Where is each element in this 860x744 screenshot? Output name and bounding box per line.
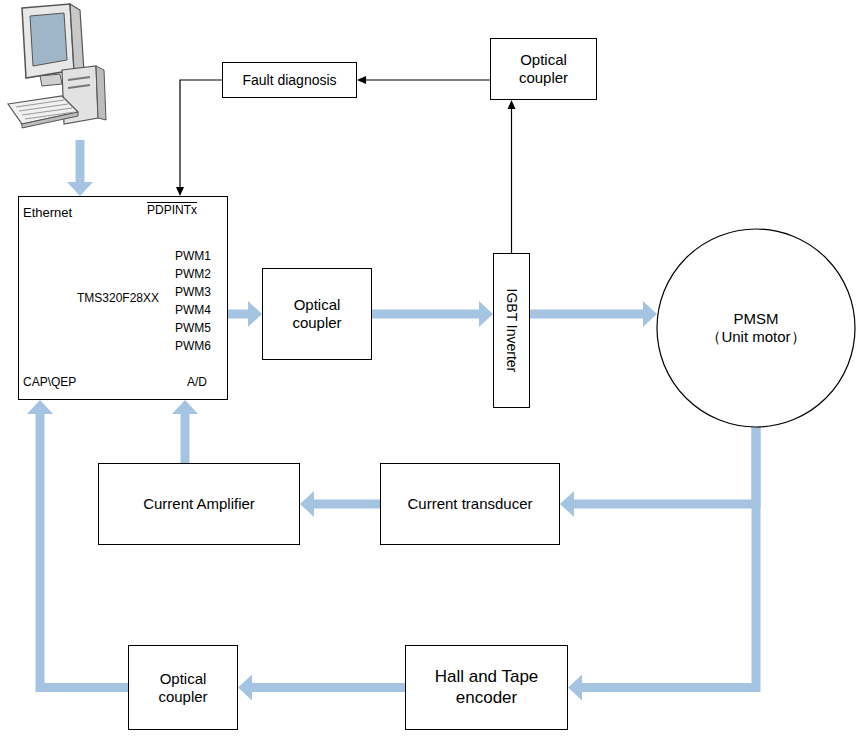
text-holder: Current Amplifier <box>99 464 299 544</box>
signal-arrow <box>568 427 756 701</box>
node-text: Current Amplifier <box>143 495 255 513</box>
arrow-head <box>357 76 366 84</box>
connector-line <box>40 413 128 688</box>
text-holder: Hall and Tape encoder <box>406 646 567 729</box>
process-box: Optical coupler <box>490 38 597 100</box>
connector-line <box>365 79 490 80</box>
arrow-head <box>643 301 657 327</box>
arrow-head <box>560 491 574 517</box>
inverter-box: IGBT Inverter <box>493 253 530 408</box>
pin-label: Ethernet <box>23 205 72 221</box>
signal-arrow <box>238 675 405 701</box>
ethernet-arrow <box>67 140 93 196</box>
motor-circle: PMSM（Unit motor） <box>656 228 856 428</box>
arrow-head <box>568 675 582 701</box>
process-box: Current Amplifier <box>98 463 300 545</box>
process-box: Optical coupler <box>262 268 372 360</box>
process-box: Current transducer <box>380 463 560 545</box>
connector-line <box>181 413 190 463</box>
text-holder: Optical coupler <box>491 39 596 99</box>
signal-arrow <box>530 301 657 327</box>
arrow-head <box>172 400 198 414</box>
pin-label: PWM1 <box>175 249 211 263</box>
text-holder: Optical coupler <box>129 646 237 729</box>
connector-line <box>530 310 644 319</box>
pin-label: PWM4 <box>175 303 211 317</box>
pin-label: PWM3 <box>175 285 211 299</box>
node-text: Hall and Tape encoder <box>416 667 557 708</box>
dsp-box: Ethernet PDPINTxPWM1PWM2PWM3PWM4PWM5PWM6 T… <box>18 196 228 400</box>
arrow-head <box>176 187 184 196</box>
pin-label: TMS320F28XX <box>77 291 159 305</box>
signal-arrow <box>228 301 262 327</box>
arrow-head <box>300 491 314 517</box>
signal-arrow <box>372 301 493 327</box>
node-text: IGBT Inverter <box>503 289 520 373</box>
arrow-head <box>27 400 53 414</box>
connector-line <box>511 108 512 253</box>
node-text: Fault diagnosis <box>242 72 336 89</box>
connector-line <box>372 310 480 319</box>
control-arrow <box>176 80 222 196</box>
connector-line <box>573 427 756 504</box>
process-box: Fault diagnosis <box>222 62 357 98</box>
text-holder: Current transducer <box>381 464 559 544</box>
signal-arrow <box>172 400 198 463</box>
control-arrow <box>508 100 516 253</box>
process-box: Optical coupler <box>128 645 238 730</box>
pin-label: A/D <box>187 375 207 389</box>
arrow-head <box>479 301 493 327</box>
computer-icon <box>8 4 106 128</box>
pin-label: PWM5 <box>175 321 211 335</box>
pin-label: PDPINTx <box>147 203 197 217</box>
node-text: Optical coupler <box>273 296 361 332</box>
connector-line <box>228 310 249 319</box>
node-text: PMSM <box>734 310 779 328</box>
node-text: Current transducer <box>407 495 532 513</box>
node-text: （Unit motor） <box>706 328 805 346</box>
arrow-head <box>238 675 252 701</box>
text-holder: Optical coupler <box>263 269 371 359</box>
connector-line <box>180 80 222 188</box>
pin-label: PWM6 <box>175 339 211 353</box>
signal-arrow <box>560 427 756 517</box>
pin-label: CAP\QEP <box>23 375 76 389</box>
pin-label: PWM2 <box>175 267 211 281</box>
node-text: Optical coupler <box>501 51 586 87</box>
control-arrow <box>357 76 490 84</box>
text-holder: PMSM（Unit motor） <box>656 228 856 428</box>
process-box: Hall and Tape encoder <box>405 645 568 730</box>
text-holder: IGBT Inverter <box>494 254 529 407</box>
text-holder: Fault diagnosis <box>223 63 356 97</box>
arrow-head <box>508 100 516 109</box>
signal-arrow <box>300 491 380 517</box>
arrow-head <box>248 301 262 327</box>
node-text: Optical coupler <box>139 670 227 706</box>
connector-line <box>581 427 756 688</box>
connector-line <box>313 500 380 509</box>
connector-line <box>251 683 405 692</box>
